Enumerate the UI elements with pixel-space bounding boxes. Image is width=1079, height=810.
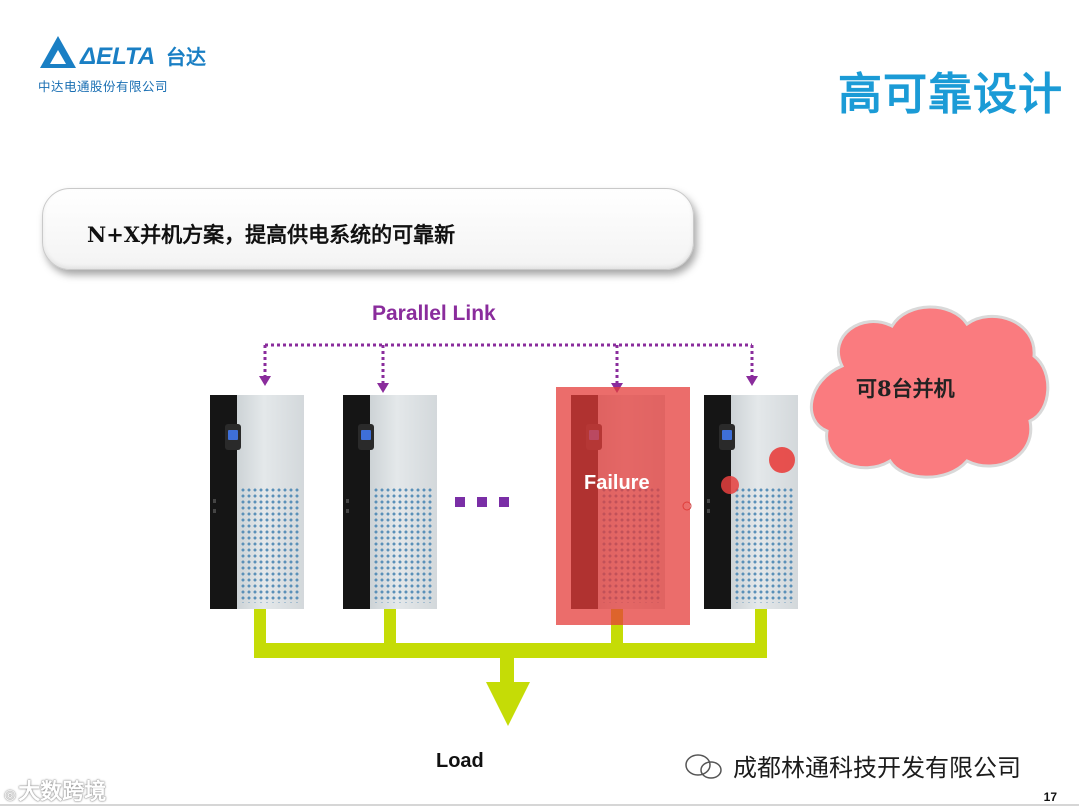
display-panel-icon <box>225 424 241 450</box>
failure-overlay <box>556 387 690 625</box>
parallel-link-lines <box>263 343 754 385</box>
scheme-banner: N+X并机方案，提高供电系统的可靠新 <box>42 188 694 270</box>
failure-label: Failure <box>584 472 650 494</box>
watermark-text: 大数跨境 <box>18 780 107 805</box>
status-dot-icon <box>769 447 795 473</box>
watermark: ◎大数跨境 <box>4 774 106 806</box>
logo-company-name: 中达电通股份有限公司 <box>38 79 169 94</box>
delta-logo-mark-icon: ΔELTA 台达 <box>40 36 206 70</box>
cloud-callout-icon <box>810 305 1050 479</box>
company-name: 成都林通科技开发有限公司 <box>733 754 1021 782</box>
page-title: 高可靠设计 <box>838 69 1063 120</box>
ups-cabinet-2 <box>343 395 437 609</box>
svg-text:ΔELTA: ΔELTA <box>79 43 155 70</box>
delta-logo: ΔELTA 台达 中达电通股份有限公司 <box>38 30 218 96</box>
parallel-link-label: Parallel Link <box>372 302 496 325</box>
load-bus <box>254 606 767 726</box>
display-panel-icon <box>719 424 735 450</box>
ups-cabinet-n <box>704 395 798 609</box>
footer-divider <box>0 804 1079 806</box>
page-number: 17 <box>1043 790 1057 804</box>
watermark-logo-icon: ◎ <box>4 787 17 803</box>
wechat-icon <box>685 754 722 779</box>
banner-text: N+X并机方案，提高供电系统的可靠新 <box>87 222 456 247</box>
display-panel-icon <box>358 424 374 450</box>
load-label: Load <box>436 750 484 772</box>
ups-cabinet-1 <box>210 395 304 609</box>
status-dot-icon <box>721 476 739 494</box>
cloud-text: 可8台并机 <box>856 376 955 401</box>
more-units-ellipsis <box>455 494 521 512</box>
svg-text:台达: 台达 <box>166 45 206 69</box>
